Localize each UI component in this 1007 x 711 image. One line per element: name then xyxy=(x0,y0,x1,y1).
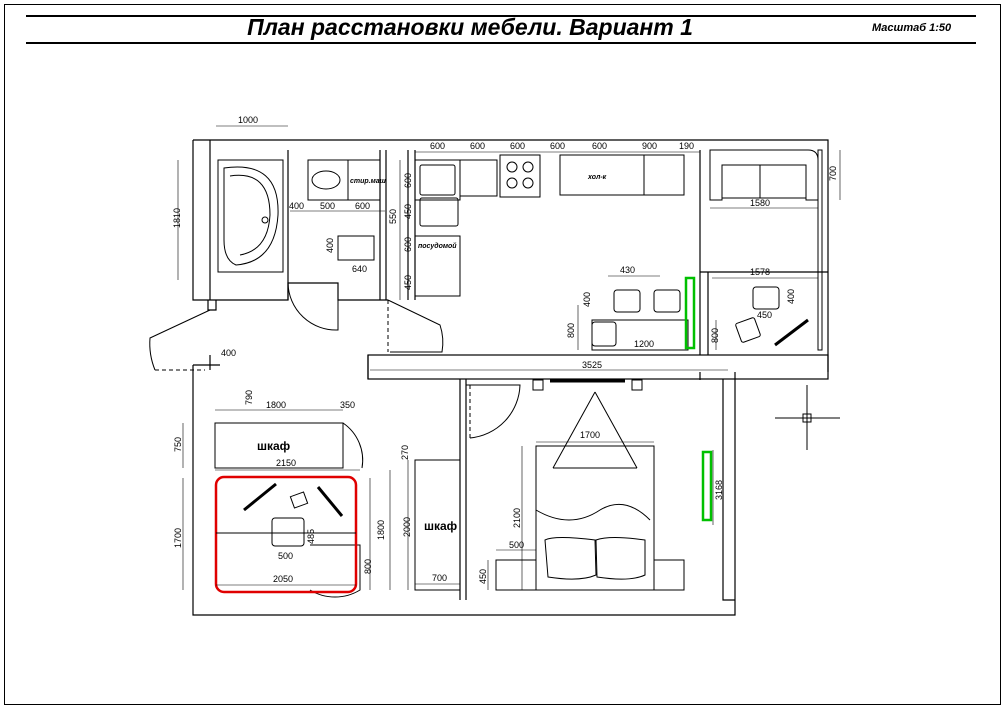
window-highlight-kitchen xyxy=(684,276,696,350)
hall-wardrobe xyxy=(214,422,461,591)
drawing-frame xyxy=(4,4,1001,705)
dim-k5: 600 xyxy=(592,141,607,151)
crosshair-marker xyxy=(775,385,840,450)
fridge-label: хол-к xyxy=(587,174,607,181)
dim-bed-2100: 2100 xyxy=(512,508,522,528)
dim-dining-430: 430 xyxy=(620,265,635,275)
dim-b5: 640 xyxy=(352,264,367,274)
dim-k1: 600 xyxy=(430,141,445,151)
wardrobe-bedroom-label: шкаф xyxy=(424,519,458,533)
dim-sofa-depth: 700 xyxy=(828,166,838,181)
dim-balcony-1578: 1578 xyxy=(750,267,770,277)
dim-k2: 600 xyxy=(470,141,485,151)
dim-hall-1800v: 1800 xyxy=(376,520,386,540)
dim-hall-350: 350 xyxy=(340,400,355,410)
dim-dining-800: 800 xyxy=(566,323,576,338)
workspace-highlight xyxy=(214,475,358,594)
dim-v5: 450 xyxy=(403,275,413,290)
dim-k3: 600 xyxy=(510,141,525,151)
dim-k7: 190 xyxy=(679,141,694,151)
dim-v2: 450 xyxy=(403,204,413,219)
wardrobe-hall-label: шкаф xyxy=(257,439,291,453)
dim-hall-800: 800 xyxy=(363,559,373,574)
dim-b1: 400 xyxy=(289,201,304,211)
dim-3525: 3525 xyxy=(582,360,602,370)
dim-hall-790: 790 xyxy=(244,390,254,405)
dim-hall-400: 400 xyxy=(221,348,236,358)
dim-balcony-800: 800 xyxy=(710,328,720,343)
dim-v1: 600 xyxy=(403,173,413,188)
dim-k4: 600 xyxy=(550,141,565,151)
washer-label: стир.маш xyxy=(350,178,387,185)
dim-hall-2150: 2150 xyxy=(276,458,296,468)
dim-balcony-400: 400 xyxy=(786,289,796,304)
dim-bed-2000: 2000 xyxy=(402,517,412,537)
dishwasher-label: посудомой xyxy=(418,242,457,250)
dining-furniture xyxy=(591,149,823,351)
dimension-texts: 1000 1810 600 600 600 600 600 900 190 60… xyxy=(172,115,838,584)
scale-label: Масштаб 1:50 xyxy=(872,22,952,34)
doors xyxy=(149,282,521,598)
dim-bed-1700: 1700 xyxy=(580,430,600,440)
dim-bath-height: 1810 xyxy=(172,208,182,228)
dim-hall-750: 750 xyxy=(173,437,183,452)
bathroom-fixtures xyxy=(217,149,819,297)
window-highlight-bedroom xyxy=(701,450,713,522)
dim-balcony-450: 450 xyxy=(757,310,772,320)
drawing-title: План расстановки мебели. Вариант 1 xyxy=(247,14,693,40)
dim-v4: 600 xyxy=(403,237,413,252)
dim-b2: 500 xyxy=(320,201,335,211)
dim-dining-400: 400 xyxy=(582,292,592,307)
dim-v3: 550 xyxy=(388,209,398,224)
dim-dining-1200: 1200 xyxy=(634,339,654,349)
dim-hall-500: 500 xyxy=(278,551,293,561)
dimension-lines xyxy=(177,125,841,590)
dim-hall-1800: 1800 xyxy=(266,400,286,410)
dim-bed-3168: 3168 xyxy=(714,480,724,500)
dim-bed-500: 500 xyxy=(509,540,524,550)
bedroom-furniture xyxy=(495,379,685,591)
dim-hall-1700: 1700 xyxy=(173,528,183,548)
dim-bed-450: 450 xyxy=(478,569,488,584)
dim-bed-700: 700 xyxy=(432,573,447,583)
dim-hall-2050: 2050 xyxy=(273,574,293,584)
dim-bath-width: 1000 xyxy=(238,115,258,125)
dim-b4: 400 xyxy=(325,238,335,253)
dim-bed-270: 270 xyxy=(400,445,410,460)
dim-sofa-width: 1580 xyxy=(750,198,770,208)
dim-k6: 900 xyxy=(642,141,657,151)
dim-b3: 600 xyxy=(355,201,370,211)
dim-hall-485: 485 xyxy=(306,529,316,544)
workspace-furniture xyxy=(216,482,356,547)
